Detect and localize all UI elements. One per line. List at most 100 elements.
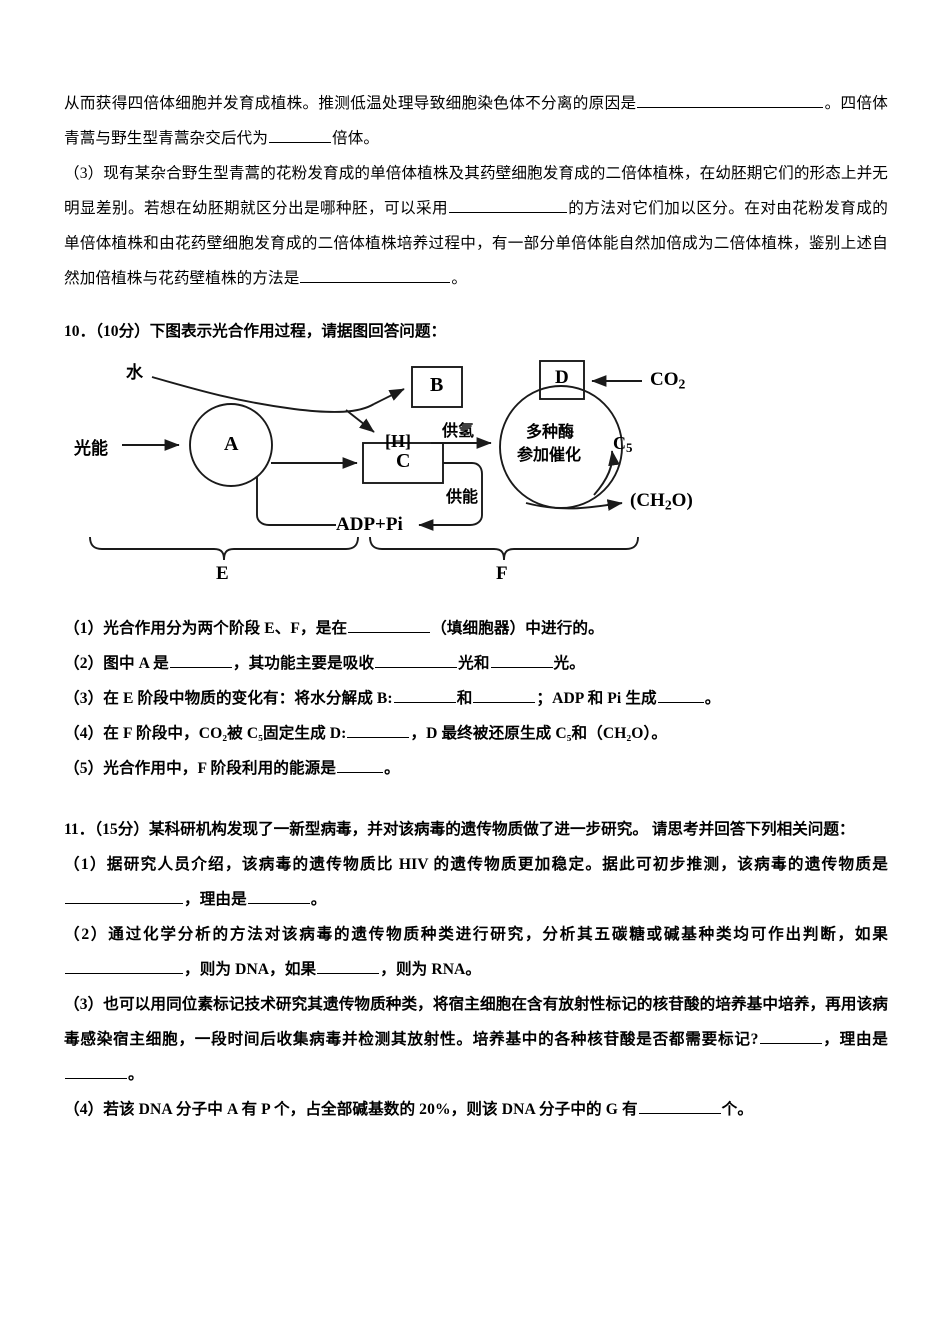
q11-sub-3-text-c: 。: [128, 1066, 144, 1083]
brace-e: [89, 536, 359, 561]
box-b: [411, 366, 463, 408]
q10-sub-2-text-d: 光。: [553, 655, 585, 672]
q10-sub-3-label: （3）: [64, 690, 104, 707]
label-box-d: D: [555, 367, 569, 388]
q11-sub-4: （4）若该 DNA 分子中 A 有 P 个，占全部碱基数的 20%，则该 DNA…: [64, 1092, 888, 1127]
q11-sub-4-label: （4）: [64, 1101, 104, 1118]
q11-sub-2-text-c: ，则为 RNA。: [380, 961, 482, 978]
q11-sub-3: （3）也可以用同位素标记技术研究其遗传物质种类，将宿主细胞在含有放射性标记的核苷…: [64, 987, 888, 1092]
q10-sub-5-text-b: 。: [384, 760, 400, 777]
answer-blank[interactable]: [65, 958, 183, 974]
part3-text-a: 现有某杂合野生型青蒿的花粉发育成的单倍体植株及其药壁细胞发育成的二倍体植株，在幼…: [64, 165, 888, 217]
label-box-b: B: [430, 374, 444, 396]
answer-blank[interactable]: [317, 958, 380, 974]
part3-text-b: 的方法对它们加以区分。在对由花粉发育成的单倍体植株和由花药壁细胞发育成的二倍体植…: [64, 200, 888, 287]
q11-sub-3-text-a: 也可以用同位素标记技术研究其遗传物质种类，将宿主细胞在含有放射性标记的核苷酸的培…: [64, 996, 888, 1048]
answer-blank[interactable]: [490, 652, 553, 668]
q10-sub-1: （1）光合作用分为两个阶段 E、F，是在 （填细胞器）中进行的。: [64, 611, 888, 646]
q11-sub-4-text-a: 若该 DNA 分子中 A 有 P 个，占全部碱基数的 20%，则该 DNA 分子…: [103, 1101, 638, 1118]
part3-label: （3）: [64, 165, 104, 182]
arrow-to-h: [345, 409, 375, 433]
label-co2: CO2: [650, 369, 686, 392]
q11-sub-1-label: （1）: [64, 856, 107, 873]
answer-blank[interactable]: [473, 687, 536, 703]
q10-sub-1-label: （1）: [64, 620, 104, 637]
label-water: 水: [126, 363, 143, 382]
answer-blank[interactable]: [169, 652, 232, 668]
q11-sub-2: （2）通过化学分析的方法对该病毒的遗传物质种类进行研究，分析其五碳糖或碱基种类均…: [64, 917, 888, 987]
question-11-heading: 11．（15分）某科研机构发现了一新型病毒，并对该病毒的遗传物质做了进一步研究。…: [64, 812, 888, 847]
q10-sub-1-text-b: （填细胞器）中进行的。: [431, 620, 604, 637]
q11-sub-4-text-b: 个。: [721, 1101, 754, 1118]
circle-a: [189, 403, 273, 487]
diagram-svg: [89, 360, 642, 561]
q11-sub-1-text-c: 。: [310, 891, 327, 908]
q10-sub-3-text-d: 。: [704, 690, 721, 707]
adp-to-a-line: [256, 477, 336, 526]
label-stage-f: F: [496, 563, 508, 584]
q10-sub-4: （4）在 F 阶段中，CO₂被 C₅固定生成 D: ，D 最终被还原生成 C₅和（…: [64, 716, 888, 751]
continued-text-a: 从而获得四倍体细胞并发育成植株。推测低温处理导致细胞染色体不分离的原因是: [64, 95, 637, 112]
q11-sub-1-text-b: ，理由是: [184, 891, 247, 908]
question-11-number-sep: ．: [78, 821, 95, 838]
q10-sub-4-label: （4）: [64, 725, 104, 742]
q10-sub-2-text-b: ，其功能主要是吸收: [232, 655, 375, 672]
continued-text-c: 倍体。: [332, 130, 380, 147]
answer-blank[interactable]: [393, 687, 456, 703]
q10-sub-3-text-c: ；ADP 和 Pi 生成: [536, 690, 657, 707]
arrow-c-energy-loop: [418, 462, 483, 531]
answer-blank[interactable]: [449, 197, 567, 213]
brace-f: [369, 536, 639, 561]
label-ch2o: (CH2O): [630, 490, 693, 513]
water-to-b-curve: [151, 376, 375, 413]
answer-blank[interactable]: [347, 722, 410, 738]
c5-arrow: [593, 450, 620, 496]
q10-sub-2-text-c: 光和: [458, 655, 490, 672]
answer-blank[interactable]: [348, 617, 431, 633]
answer-blank[interactable]: [375, 652, 458, 668]
answer-blank[interactable]: [657, 687, 704, 703]
q11-sub-1-text-a: 据研究人员介绍，该病毒的遗传物质比 HIV 的遗传物质更加稳定。据此可初步推测，…: [106, 856, 889, 873]
q10-sub-1-text-a: 光合作用分为两个阶段 E、F，是在: [103, 620, 348, 637]
answer-blank[interactable]: [337, 757, 384, 773]
q10-sub-4-text-b: ，D 最终被还原生成 C₅和（CH₂O）。: [410, 725, 668, 742]
label-light-energy: 光能: [74, 439, 108, 458]
label-supply-hydrogen: 供氢: [442, 423, 475, 440]
label-supply-energy: 供能: [446, 489, 479, 506]
q10-sub-2-label: （2）: [64, 655, 104, 672]
q10-sub-5: （5）光合作用中，F 阶段利用的能源是。: [64, 751, 888, 786]
answer-blank[interactable]: [637, 92, 824, 108]
answer-blank[interactable]: [759, 1028, 822, 1044]
label-h-bracket: [H]: [385, 431, 411, 451]
q10-sub-5-label: （5）: [64, 760, 104, 777]
q10-sub-3-text-b: 和: [456, 690, 473, 707]
page-content: 从而获得四倍体细胞并发育成植株。推测低温处理导致细胞染色体不分离的原因是。四倍体…: [64, 86, 888, 1127]
label-box-c: C: [396, 450, 411, 472]
answer-blank[interactable]: [269, 127, 332, 143]
question-11-number: 11: [64, 821, 79, 838]
question-10-stem: 下图表示光合作用过程，请据图回答问题：: [149, 323, 447, 340]
continued-question-line1: 从而获得四倍体细胞并发育成植株。推测低温处理导致细胞染色体不分离的原因是。四倍体…: [64, 86, 888, 156]
label-enzymes-line1: 多种酶: [526, 424, 575, 441]
answer-blank[interactable]: [65, 888, 183, 904]
q11-sub-3-text-b: ，理由是: [822, 1031, 888, 1048]
answer-blank[interactable]: [247, 888, 310, 904]
part3-text-c: 。: [451, 270, 468, 287]
continued-question-part3: （3）现有某杂合野生型青蒿的花粉发育成的单倍体植株及其药壁细胞发育成的二倍体植株…: [64, 156, 888, 296]
box-d: [539, 360, 585, 400]
q10-sub-3-text-a: 在 E 阶段中物质的变化有：将水分解成 B:: [103, 690, 393, 707]
answer-blank[interactable]: [638, 1098, 721, 1114]
question-10-heading: 10．（10分）下图表示光合作用过程，请据图回答问题：: [64, 314, 888, 349]
continued-text-b: 。四倍体青蒿与野生型青蒿杂交后代为: [64, 95, 888, 147]
q11-sub-1: （1）据研究人员介绍，该病毒的遗传物质比 HIV 的遗传物质更加稳定。据此可初步…: [64, 847, 888, 917]
label-adp-pi: ADP+Pi: [336, 514, 403, 535]
question-11-stem: 某科研机构发现了一新型病毒，并对该病毒的遗传物质做了进一步研究。 请思考并回答下…: [148, 821, 855, 838]
q10-sub-4-text-a: 在 F 阶段中，CO₂被 C₅固定生成 D:: [103, 725, 347, 742]
answer-blank[interactable]: [65, 1063, 127, 1079]
label-circle-a: A: [224, 433, 239, 455]
photosynthesis-process-diagram: 光能 水 A B C D [H] 供氢 供能 ADP+Pi CO2 C5 (CH…: [74, 355, 774, 595]
answer-blank[interactable]: [300, 267, 451, 283]
q10-sub-3: （3）在 E 阶段中物质的变化有：将水分解成 B: 和 ；ADP 和 Pi 生成 。: [64, 681, 888, 716]
label-c5: C5: [613, 433, 633, 456]
